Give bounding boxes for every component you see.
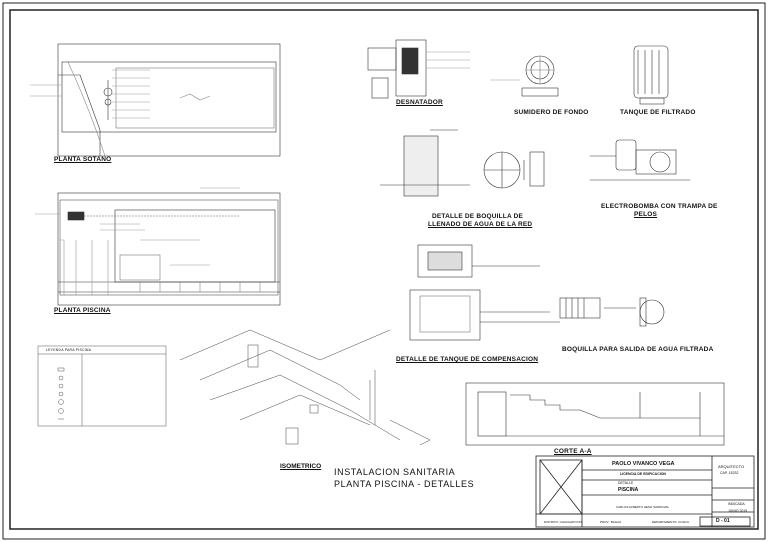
legend-title: LEYENDA PARA PISCINA <box>46 348 92 352</box>
boquilla-llenado-drawing <box>380 129 545 197</box>
legend-box <box>37 345 167 427</box>
planta-sotano-drawing <box>30 43 281 157</box>
boquilla-salida-drawing <box>559 297 665 327</box>
view-label-boquilla-llenado-1: DETALLE DE BOQUILLA DE <box>432 213 524 220</box>
view-label-planta-piscina: PLANTA PISCINA <box>54 307 111 314</box>
sheet-title-line-2: PLANTA PISCINA - DETALLES <box>334 479 475 489</box>
district: DISTRITO: CHACHAPOYAS <box>544 520 583 524</box>
owner-name: CARLOS ALBERTO HESO SANDOVAL <box>616 505 670 509</box>
isometric-drawing <box>179 329 431 446</box>
view-label-desnatador: DESNATADOR <box>396 99 443 106</box>
view-label-boquilla-llenado-2: LLENADO DE AGUA DE LA RED <box>428 221 533 228</box>
view-label-electrobomba-2: PELOS <box>634 211 658 218</box>
view-label-tanque-filtrado: TANQUE DE FILTRADO <box>620 109 696 116</box>
sheet-number: D - 01 <box>716 518 730 524</box>
tanque-compensacion-drawing <box>409 244 560 341</box>
planta-piscina-drawing <box>35 187 281 306</box>
sumidero-drawing <box>490 55 559 97</box>
cap-number: CAP. 15232 <box>720 471 739 475</box>
electrobomba-drawing <box>590 139 690 181</box>
architect-role: ARQUITECTO <box>718 464 745 469</box>
license-type: LICENCIA DE EDIFICACION <box>620 472 666 476</box>
corte-aa-drawing <box>465 382 725 446</box>
view-label-electrobomba-1: ELECTROBOMBA CON TRAMPA DE <box>601 203 718 210</box>
desnatador-drawing <box>367 39 470 99</box>
view-label-tanque-compensacion: DETALLE DE TANQUE DE COMPENSACION <box>396 356 539 363</box>
project-label: DETALLE <box>618 481 634 485</box>
view-label-planta-sotano: PLANTA SOTANO <box>54 156 112 163</box>
view-label-boquilla-salida: BOQUILLA PARA SALIDA DE AGUA FILTRADA <box>562 346 714 353</box>
sheet-title-line-1: INSTALACION SANITARIA <box>334 467 456 477</box>
view-label-corte: CORTE A-A <box>554 448 592 455</box>
project-name: PISCINA <box>618 487 639 493</box>
title-block-frame <box>535 455 755 528</box>
tanque-filtrado-drawing <box>633 45 669 105</box>
scale-value: INDICADA <box>728 502 745 506</box>
view-label-sumidero: SUMIDERO DE FONDO <box>514 109 589 116</box>
view-label-isometrico: ISOMETRICO <box>280 463 322 470</box>
architect-name: PAOLO VIVANCO VEGA <box>612 461 675 467</box>
province: PROV.: BAGUA <box>600 520 622 524</box>
department: DEPARTAMENTO: CUSCO <box>652 520 689 524</box>
date-value: JUNIO 2015 <box>728 509 748 513</box>
